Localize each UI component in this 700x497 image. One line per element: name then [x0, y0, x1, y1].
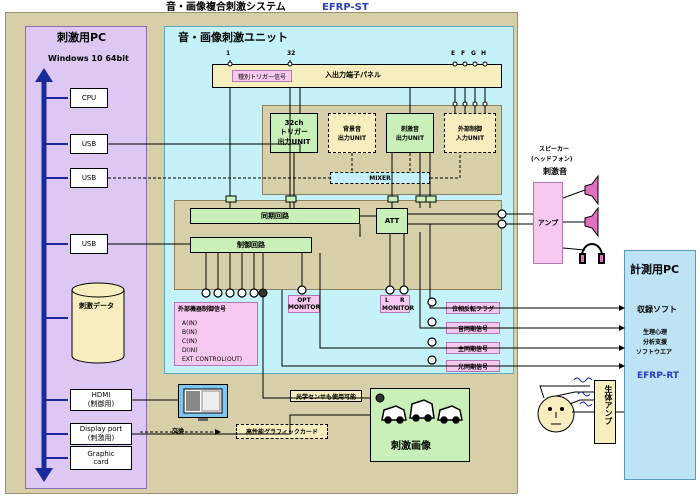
pin-g: G [471, 50, 476, 57]
lr-mon: MONITOR [382, 305, 415, 312]
stim-image-box [370, 388, 470, 462]
att-block: ATT [376, 208, 408, 234]
stimsnd-l2: 出力UNIT [395, 135, 425, 142]
ext-ctrl-d: D(IN) [182, 347, 198, 354]
dp-label: Display port [79, 425, 123, 433]
stim-pc-os: Windows 10 64bit [48, 54, 129, 63]
opt-monitor-label: OPT MONITOR [288, 295, 320, 313]
exchange-label: 交換 [172, 428, 185, 435]
ext-l2: 入力UNIT [455, 135, 485, 142]
trig32-l2: トリガー [280, 128, 308, 136]
speaker-icon [584, 174, 599, 238]
background-sound-unit: 背景音 出力UNIT [328, 113, 376, 153]
usb-port-1: USB [70, 134, 108, 154]
system-title: 音・画像複合刺激システム [166, 2, 286, 13]
bg-l2: 出力UNIT [337, 135, 367, 142]
usb-port-2: USB [70, 168, 108, 188]
displayport-port: Display port (刺激用) [70, 423, 132, 445]
lr-monitor-label: L R MONITOR [380, 295, 414, 313]
dp-sub: (刺激用) [87, 434, 115, 442]
meas-pc-title: 計測用PC [630, 263, 680, 276]
pin-e: E [451, 50, 456, 57]
hdmi-label: HDMI [91, 391, 111, 399]
soft-line-3: ソフトウエア [636, 349, 673, 356]
ext-control-unit: 外部制御 入力UNIT [444, 113, 496, 153]
pin-h: H [481, 50, 487, 57]
trigger-type-label: 種別トリガー信号 [232, 70, 292, 82]
bio-amp-label: 生体アンプ [604, 385, 613, 425]
meas-pc-code: EFRP-RT [637, 371, 680, 381]
gc-label-1: Graphic [87, 450, 115, 458]
ext-ctrl-out: EXT CONTROL(OUT) [182, 356, 243, 363]
opt-l2: MONITOR [287, 304, 321, 311]
ext-ctrl-b: B(IN) [182, 329, 198, 336]
bg-l1: 背景音 [342, 126, 361, 133]
ext-ctrl-a: A(IN) [182, 320, 198, 327]
opt-l1: OPT [297, 297, 311, 304]
cpu-box: CPU [70, 88, 108, 108]
hp-graphics-card: 高性能グラフィックカード [236, 424, 328, 439]
control-circuit: 制御回路 [190, 237, 312, 253]
ext-ctrl-c: C(IN) [182, 338, 198, 345]
sync-circuit: 同期回路 [190, 208, 360, 224]
bio-amp-block [594, 380, 616, 444]
stim-image-label: 刺激画像 [391, 441, 431, 452]
ext-l1: 外部制御 [457, 126, 482, 133]
io-panel-label: 入出力端子パネル [325, 71, 381, 79]
lr-r: R [400, 297, 405, 304]
stim-pc-title: 刺激用PC [57, 31, 107, 44]
stim-sound-label: 刺激音 [543, 167, 567, 176]
pin-32: 32 [287, 50, 296, 57]
hdmi-sub: (制御用) [87, 400, 115, 408]
meas-pc-panel [624, 250, 696, 480]
car-icons [381, 399, 463, 424]
soft-line-1: 生理心理 [643, 329, 668, 336]
headphone-icon [579, 243, 605, 264]
database-icon [71, 282, 125, 364]
trig32-l1: 32ch [284, 119, 304, 127]
trigger-32ch-unit: 32ch トリガー 出力UNIT [270, 113, 318, 153]
optical-sensor-label: 光学センサも使用可能 [290, 390, 362, 402]
soft-line-2: 分析支援 [643, 339, 668, 346]
amp-block: アンプ [533, 182, 563, 264]
monitor-icon [183, 388, 223, 421]
pin-1: 1 [226, 50, 231, 57]
ext-control-signal-box [174, 302, 258, 366]
speaker-label: スピーカー [539, 146, 570, 153]
usb-port-3: USB [70, 234, 108, 254]
subject-face-icon [537, 395, 575, 433]
lr-l: L [385, 297, 389, 304]
rec-software: 収録ソフト [637, 305, 677, 314]
stim-sound-unit: 刺激音 出力UNIT [386, 113, 434, 153]
ext-ctrl-title: 外部機器制御信号 [178, 306, 227, 313]
stimsnd-l1: 刺激音 [400, 126, 419, 133]
graphic-card: Graphic card [70, 446, 132, 470]
gc-label-2: card [93, 458, 109, 466]
stim-unit-title: 音・画像刺激ユニット [178, 31, 288, 44]
db-line-1: 刺激データ [79, 302, 114, 310]
system-code: EFRP-ST [322, 2, 369, 13]
headphone-label: (ヘッドフォン) [531, 156, 573, 163]
trig32-l3: 出力UNIT [277, 138, 311, 146]
hdmi-port: HDMI (制御用) [70, 389, 132, 411]
pin-f: F [461, 50, 466, 57]
